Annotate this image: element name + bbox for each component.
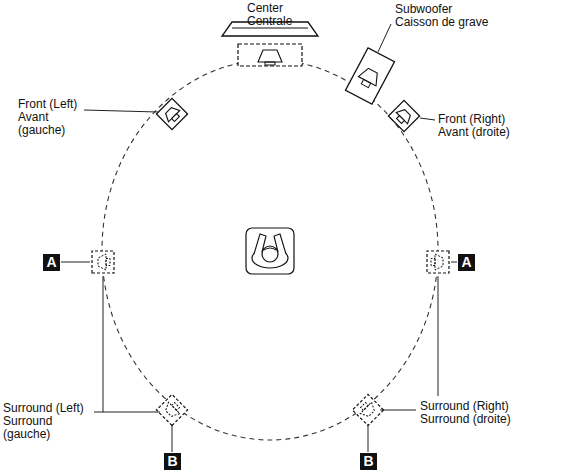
front-right-speaker — [388, 100, 419, 131]
position-tag: A — [458, 254, 475, 271]
position-tag: B — [164, 453, 181, 470]
leader-lines — [61, 24, 457, 452]
speaker-label: Front (Right) — [438, 113, 505, 126]
speaker-label: Subwoofer — [395, 3, 452, 16]
surround-left-a-speaker — [92, 251, 114, 273]
speaker-label: Surround (Right) — [420, 400, 509, 413]
position-tag: A — [43, 254, 60, 271]
subwoofer-speaker — [345, 48, 394, 104]
position-tag: B — [360, 453, 377, 470]
speaker-label: Surround (droite) — [420, 413, 511, 426]
front-left-speaker — [156, 98, 187, 129]
speaker-label: Centrale — [247, 15, 292, 28]
listening-circle — [102, 60, 438, 440]
surround-right-a-speaker — [427, 251, 449, 273]
speaker-label: Surround (gauche) — [3, 415, 91, 441]
speaker-label: Avant (droite) — [438, 126, 510, 139]
speaker-label: Avant (gauche) — [18, 111, 88, 137]
speaker-label: Front (Left) — [18, 98, 77, 111]
speaker-label: Surround (Left) — [3, 402, 84, 415]
surround-left-b-speaker — [156, 394, 187, 425]
speaker-label: Center — [247, 2, 283, 15]
speaker-label: Caisson de grave — [395, 16, 488, 29]
center-speaker — [238, 44, 302, 66]
surround-right-b-speaker — [352, 394, 383, 425]
listener-figure — [246, 228, 294, 274]
